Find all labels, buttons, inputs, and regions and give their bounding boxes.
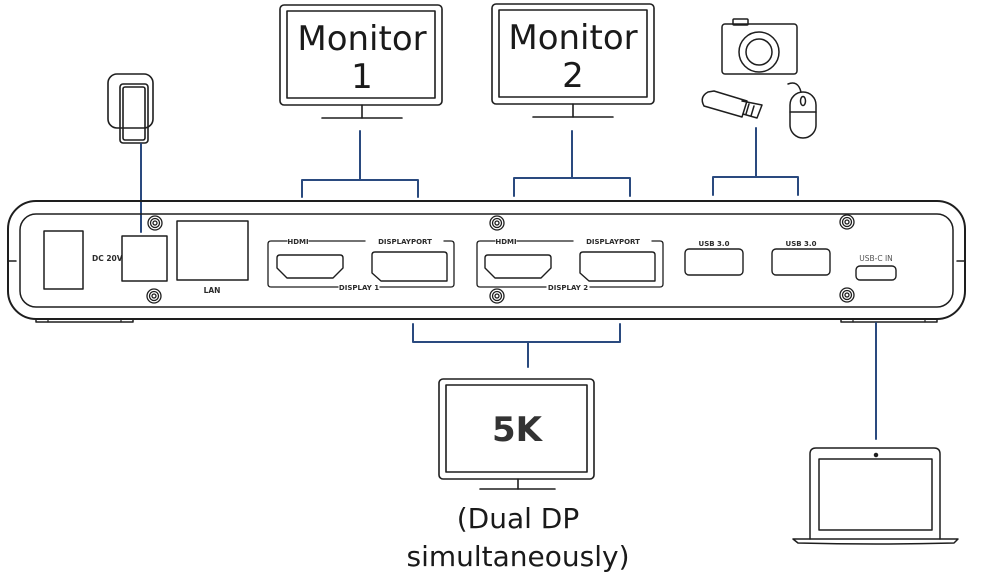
usb-a-1-port	[684, 248, 744, 276]
lan-port	[176, 220, 249, 281]
screw-icons	[146, 214, 855, 304]
display-1-label: DISPLAY 1	[339, 284, 379, 292]
screw-icon	[839, 214, 855, 230]
usb-c-in-port	[855, 265, 897, 281]
monitor-2-label-line1: Monitor	[508, 18, 637, 58]
usb-a-2-label: USB 3.0	[786, 240, 817, 248]
usb-cable-lines	[712, 127, 799, 196]
display-2-label: DISPLAY 2	[548, 284, 588, 292]
hdmi-1-label: HDMI	[287, 238, 308, 246]
screw-icon	[147, 215, 163, 231]
monitor-1-icon	[279, 4, 443, 119]
monitor-1-label-line2: 1	[351, 57, 373, 97]
usb-a-2-port	[771, 248, 831, 276]
dc-port-label: DC 20V	[92, 254, 123, 263]
fivek-label: 5K	[492, 410, 544, 450]
screw-icon	[839, 287, 855, 303]
displayport-1-port	[371, 251, 448, 282]
monitor-2-label-line2: 2	[562, 56, 584, 96]
hdmi-2-port	[484, 254, 552, 279]
monitor-1-label-line1: Monitor	[297, 19, 426, 59]
hdmi-1-port	[276, 254, 344, 279]
screw-icon	[146, 288, 162, 304]
display-1-bracket	[267, 240, 455, 288]
monitor-1-cable	[301, 130, 419, 198]
displayport-2-label: DISPLAYPORT	[586, 238, 640, 246]
power-switch	[43, 230, 84, 290]
fivek-cable	[412, 323, 621, 368]
display-2-bracket	[476, 240, 664, 288]
displayport-2-port	[579, 251, 656, 282]
monitor-2-icon	[491, 3, 655, 118]
usb-c-in-label: USB-C IN	[859, 254, 893, 263]
usb-a-1-label: USB 3.0	[699, 240, 730, 248]
screw-icon	[489, 288, 505, 304]
power-adapter-icon	[107, 73, 154, 144]
hdmi-2-label: HDMI	[495, 238, 516, 246]
monitor-2-cable	[513, 130, 631, 197]
screw-icon	[489, 215, 505, 231]
fivek-monitor-icon	[438, 378, 595, 490]
displayport-1-label: DISPLAYPORT	[378, 238, 432, 246]
usb-flash-drive-icon	[701, 90, 763, 119]
dock-body	[7, 200, 966, 323]
fivek-caption-line2: simultaneously)	[406, 540, 629, 573]
mouse-icon	[787, 82, 817, 139]
camera-icon	[721, 18, 798, 75]
lan-port-label: LAN	[204, 286, 221, 295]
fivek-caption-line1: (Dual DP	[457, 502, 580, 535]
laptop-icon	[792, 447, 959, 545]
dc-port	[121, 235, 168, 282]
